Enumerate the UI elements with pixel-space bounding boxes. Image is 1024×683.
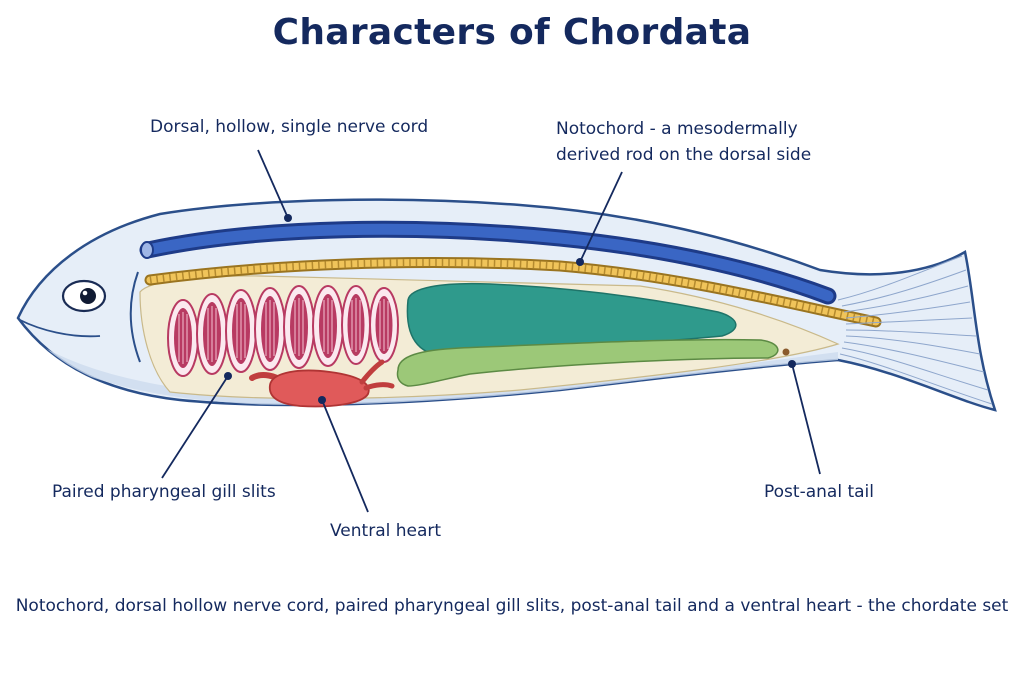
label-gill-slits: Paired pharyngeal gill slits [52,482,276,502]
mouth [19,319,101,338]
intestine [396,338,779,387]
eye-icon [61,279,107,313]
operculum [129,271,141,363]
leader-notochord [579,171,623,263]
gill-slit [196,293,228,375]
leader-nerve-cord [257,149,289,219]
gill-slit [225,289,257,373]
leader-heart [321,399,369,513]
leader-gill-slits [161,375,229,479]
gill-slit [283,285,315,369]
gill-slit [341,285,371,365]
label-heart: Ventral heart [330,521,442,541]
label-notochord-line1: Notochord - a mesodermally [556,119,798,139]
diagram-caption: Notochord, dorsal hollow nerve cord, pai… [15,596,1009,616]
anus [782,348,790,356]
notochord-rod [144,256,882,328]
heart-organ [249,359,395,408]
tail-fin-rays [837,255,993,405]
diagram-title: Characters of Chordata [272,12,752,53]
leader-dots [224,214,796,404]
gill-slit [369,287,399,363]
gill-slits [167,285,399,377]
label-nerve-cord: Dorsal, hollow, single nerve cord [150,117,429,137]
label-tail: Post-anal tail [764,482,874,502]
gill-slit [254,287,286,371]
dorsal-nerve-cord [139,220,837,305]
label-notochord-line2: derived rod on the dorsal side [556,145,812,165]
gill-slit [167,299,199,377]
leader-tail [791,363,821,475]
gill-slit [312,285,344,367]
leader-lines [161,149,821,513]
